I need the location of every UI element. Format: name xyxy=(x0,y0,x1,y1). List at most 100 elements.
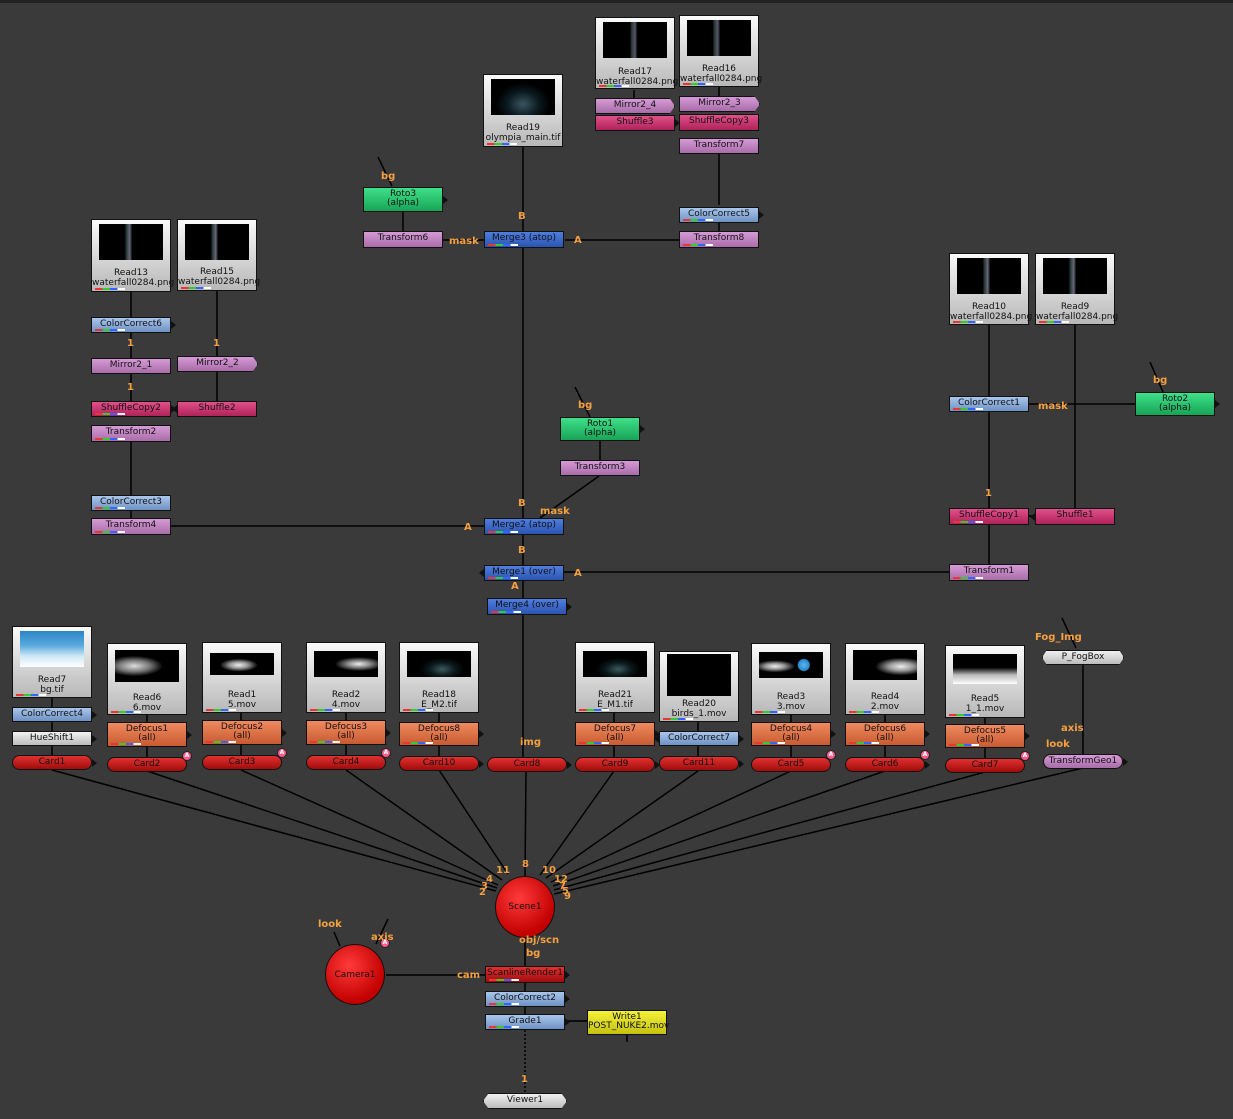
card6-animated-icon: A xyxy=(920,750,930,760)
merge3-node[interactable]: Merge3 (atop) xyxy=(484,231,564,248)
transform7-node[interactable]: Transform7 xyxy=(679,138,759,154)
colorcorrect4-node[interactable]: ColorCorrect4 xyxy=(12,707,97,722)
card7-node[interactable]: Card7 xyxy=(945,758,1025,773)
hueshift1-node[interactable]: HueShift1 xyxy=(12,731,97,746)
defocus6-node[interactable]: Defocus6(all) xyxy=(845,722,930,746)
card2-node[interactable]: Card2 xyxy=(107,757,187,772)
defocus1-node[interactable]: Defocus1(all) xyxy=(107,722,192,747)
card10-node[interactable]: Card10 xyxy=(399,756,484,771)
camera1-node[interactable]: Camera1 xyxy=(325,944,385,1005)
transform8-node[interactable]: Transform8 xyxy=(679,231,759,248)
transform6-node[interactable]: Transform6 xyxy=(363,231,443,248)
mirror2-4-node[interactable]: Mirror2_4 xyxy=(595,98,675,114)
mirror2-1-node[interactable]: Mirror2_1 xyxy=(91,358,171,374)
shuffle3-node[interactable]: Shuffle3 xyxy=(595,115,680,131)
defocus4-node[interactable]: Defocus4(all) xyxy=(751,722,836,746)
shufflecopy3-node[interactable]: ShuffleCopy3 xyxy=(679,114,759,131)
read9-name: Read9 xyxy=(1060,302,1090,312)
read20-thumbnail xyxy=(667,654,731,696)
read1-node[interactable]: Read1 5.mov xyxy=(202,642,282,713)
read4-node[interactable]: Read4 2.mov xyxy=(845,643,925,715)
mirror2-2-node[interactable]: Mirror2_2 xyxy=(177,356,258,372)
read17-node[interactable]: Read17 waterfall0284.png xyxy=(595,17,678,89)
read18-name: Read18 xyxy=(421,690,457,700)
write1-label: Write1 xyxy=(612,1012,642,1022)
card4-node[interactable]: Card4 xyxy=(306,755,386,770)
read16-node[interactable]: Read16 waterfall0284.png xyxy=(679,15,762,87)
colorcorrect6-label: ColorCorrect6 xyxy=(99,319,163,329)
read13-name: Read13 xyxy=(113,268,149,278)
merge2-node[interactable]: Merge2 (atop) xyxy=(484,518,564,535)
grade1-label: Grade1 xyxy=(508,1016,542,1026)
roto1-node[interactable]: Roto1(alpha) xyxy=(560,417,645,441)
defocus3-node[interactable]: Defocus3(all) xyxy=(306,720,391,745)
defocus5-node[interactable]: Defocus5(all) xyxy=(945,724,1030,748)
transformgeo1-node[interactable]: TransformGeo1 xyxy=(1043,754,1128,769)
shufflecopy1-node[interactable]: ShuffleCopy1 xyxy=(949,508,1029,525)
card11-node[interactable]: Card11 xyxy=(659,756,744,771)
pipe-label-7: 7 xyxy=(559,881,566,892)
transform3-node[interactable]: Transform3 xyxy=(560,460,640,476)
card3-node[interactable]: Card3 xyxy=(202,755,282,770)
read7-node[interactable]: Read7 bg.tif xyxy=(12,626,92,698)
roto3-channel: (alpha) xyxy=(387,198,419,208)
shufflecopy1-label: ShuffleCopy1 xyxy=(959,510,1019,520)
shuffle1-node[interactable]: Shuffle1 xyxy=(1030,508,1115,525)
transform4-node[interactable]: Transform4 xyxy=(91,518,171,535)
read10-node[interactable]: Read10 waterfall0284.png xyxy=(949,253,1032,325)
read6-node[interactable]: Read6 6.mov xyxy=(107,643,187,715)
roto3-node[interactable]: Roto3(alpha) xyxy=(363,187,448,212)
transform1-node[interactable]: Transform1 xyxy=(949,564,1029,581)
card8-node[interactable]: Card8 xyxy=(487,757,572,772)
pipe-label-1: 1 xyxy=(213,338,220,349)
transform4-label: Transform4 xyxy=(105,520,157,530)
pipe-label-B: B xyxy=(518,498,526,509)
read6-file: 6.mov xyxy=(132,703,162,713)
read15-node[interactable]: Read15 waterfall0284.png xyxy=(177,219,260,291)
grade1-node[interactable]: Grade1 xyxy=(485,1014,570,1030)
scene1-node[interactable]: Scene1 xyxy=(495,876,555,938)
pipe-label-2: 2 xyxy=(479,887,486,898)
pipe-label-B: B xyxy=(518,545,526,556)
read18-node[interactable]: Read18 E_M2.tif xyxy=(399,642,479,713)
colorcorrect2-node[interactable]: ColorCorrect2 xyxy=(485,991,570,1007)
read21-node[interactable]: Read21 E_M1.tif xyxy=(575,642,655,713)
fogbox-node[interactable]: P_FogBox xyxy=(1042,650,1124,665)
write1-file: POST_NUKE2.mov xyxy=(588,1021,670,1031)
read6-thumbnail xyxy=(115,650,179,682)
read9-node[interactable]: Read9 waterfall0284.png xyxy=(1035,253,1118,325)
pipe-label-10: 10 xyxy=(542,865,556,876)
read5-node[interactable]: Read5 1_1.mov xyxy=(945,645,1025,718)
defocus8-node[interactable]: Defocus8(all) xyxy=(399,722,484,746)
pipe-label-cam: cam xyxy=(457,970,481,981)
read3-node[interactable]: Read3 3.mov xyxy=(751,643,831,715)
defocus1-label: Defocus1 xyxy=(125,724,169,734)
pipe-label-obj-scn: obj/scn xyxy=(519,935,560,946)
read2-node[interactable]: Read2 4.mov xyxy=(306,642,386,713)
read19-node[interactable]: Read19 olympia_main.tif xyxy=(483,74,563,147)
colorcorrect6-node[interactable]: ColorCorrect6 xyxy=(91,317,176,333)
viewer1-node[interactable]: Viewer1 xyxy=(483,1093,567,1109)
merge1-node[interactable]: Merge1 (over) xyxy=(479,565,564,581)
transform2-node[interactable]: Transform2 xyxy=(91,425,171,442)
shuffle2-node[interactable]: Shuffle2 xyxy=(172,401,257,417)
merge4-node[interactable]: Merge4 (over) xyxy=(487,598,572,615)
card5-node[interactable]: Card5 xyxy=(751,757,831,772)
defocus2-node[interactable]: Defocus2(all) xyxy=(202,720,287,745)
scanlinerender1-node[interactable]: ScanlineRender1 xyxy=(485,966,570,983)
card6-node[interactable]: Card6 xyxy=(845,757,930,772)
defocus7-node[interactable]: Defocus7(all) xyxy=(575,722,660,746)
read20-node[interactable]: Read20 birds_1.mov xyxy=(659,651,739,722)
card3-label: Card3 xyxy=(228,757,256,767)
card9-node[interactable]: Card9 xyxy=(575,757,660,772)
mirror2-3-node[interactable]: Mirror2_3 xyxy=(679,96,760,112)
read13-node[interactable]: Read13 waterfall0284.png xyxy=(91,219,174,292)
shufflecopy2-node[interactable]: ShuffleCopy2 xyxy=(91,401,176,417)
card1-node[interactable]: Card1 xyxy=(12,755,97,770)
roto2-node[interactable]: Roto2(alpha) xyxy=(1135,392,1220,416)
colorcorrect3-node[interactable]: ColorCorrect3 xyxy=(91,495,171,511)
colorcorrect7-node[interactable]: ColorCorrect7 xyxy=(654,731,744,746)
colorcorrect1-node[interactable]: ColorCorrect1 xyxy=(949,396,1029,412)
colorcorrect5-node[interactable]: ColorCorrect5 xyxy=(679,207,764,223)
